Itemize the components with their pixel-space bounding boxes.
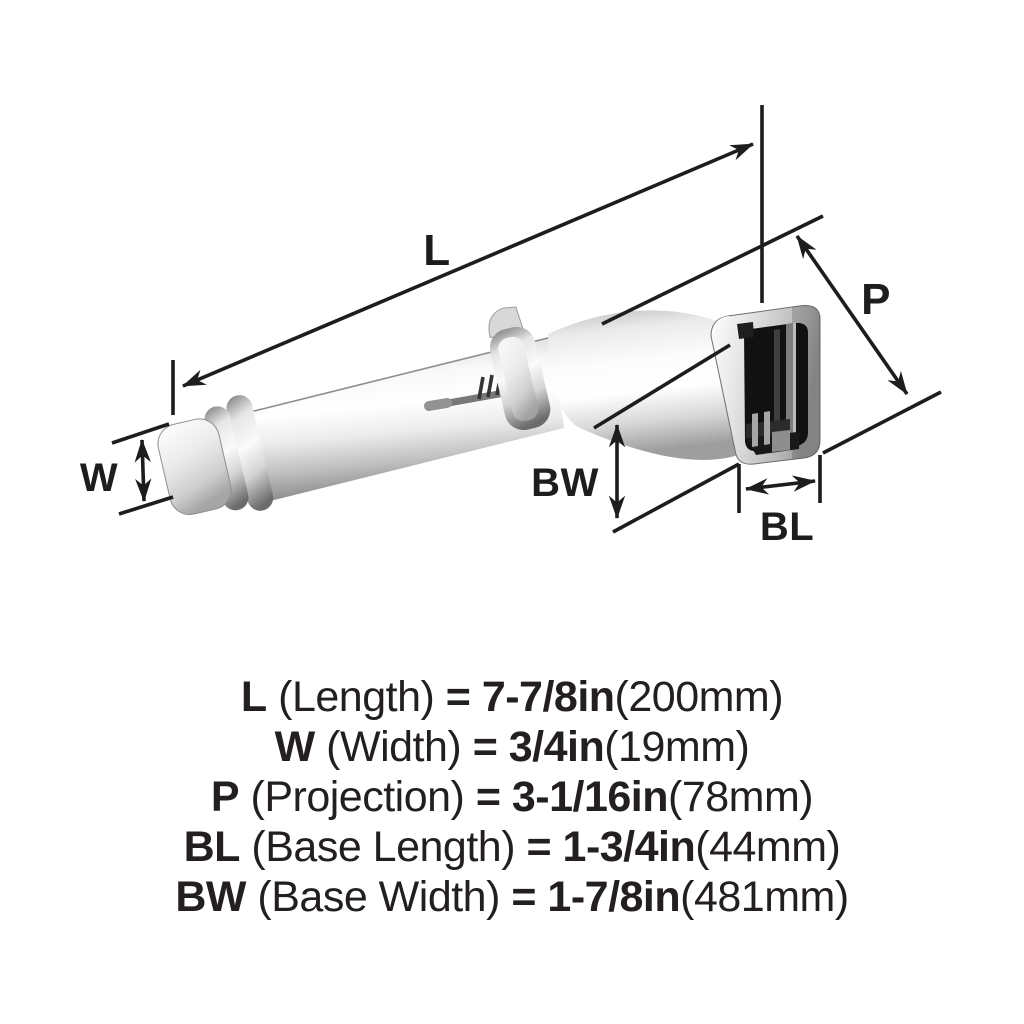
spec-name: (Base Length) (239, 823, 527, 871)
ext-line-BW-top (593, 343, 731, 430)
spec-abbr: BL (183, 823, 241, 871)
spec-row-projection: P (Projection) = 3-1/16in(78mm) (0, 772, 1024, 822)
ext-line-P-top (601, 214, 824, 326)
spec-abbr: BW (175, 873, 246, 921)
ext-line-W-top (111, 422, 170, 445)
dim-line-L (182, 142, 754, 388)
spec-name: (Length) (266, 673, 446, 721)
spec-block: L (Length) = 7-7/8in(200mm) W (Width) = … (0, 672, 1024, 922)
spec-name: (Projection) (239, 773, 476, 821)
spec-metric: (481mm) (680, 873, 849, 921)
spec-value: = 7-7/8in (445, 673, 615, 721)
spec-metric: (200mm) (614, 673, 784, 721)
label-W: W (79, 456, 119, 500)
dim-line-P (795, 234, 909, 396)
spec-abbr: W (274, 723, 316, 771)
ext-line-BW-bottom (612, 462, 740, 534)
spec-row-length: L (Length) = 7-7/8in(200mm) (0, 672, 1024, 722)
product-illustration (157, 305, 821, 516)
ext-line-P-bottom (822, 390, 942, 455)
spec-value: = 1-3/4in (526, 823, 696, 871)
label-L: L (423, 226, 451, 275)
ext-line-W-bottom (118, 495, 174, 516)
spec-abbr: L (240, 673, 267, 721)
spec-row-base-length: BL (Base Length) = 1-3/4in(44mm) (0, 822, 1024, 872)
spec-metric: (78mm) (668, 773, 814, 821)
product-end-cap (157, 395, 274, 516)
spec-value: = 3/4in (472, 723, 605, 771)
spec-name: (Width) (314, 723, 473, 771)
spec-value: = 3-1/16in (475, 773, 669, 821)
spec-row-width: W (Width) = 3/4in(19mm) (0, 722, 1024, 772)
spec-value: = 1-7/8in (511, 873, 681, 921)
label-BL: BL (759, 505, 815, 549)
spec-row-base-width: BW (Base Width) = 1-7/8in(481mm) (0, 872, 1024, 922)
product-neck (548, 310, 738, 460)
spec-metric: (19mm) (604, 723, 750, 771)
label-BW: BW (531, 461, 599, 505)
spec-name: (Base Width) (245, 873, 512, 921)
spec-abbr: P (210, 773, 240, 821)
label-P: P (861, 275, 891, 324)
dim-arrow-BL (745, 475, 816, 495)
dimension-annotations (111, 105, 942, 534)
spec-metric: (44mm) (695, 823, 841, 871)
dim-arrow-W (134, 439, 152, 502)
